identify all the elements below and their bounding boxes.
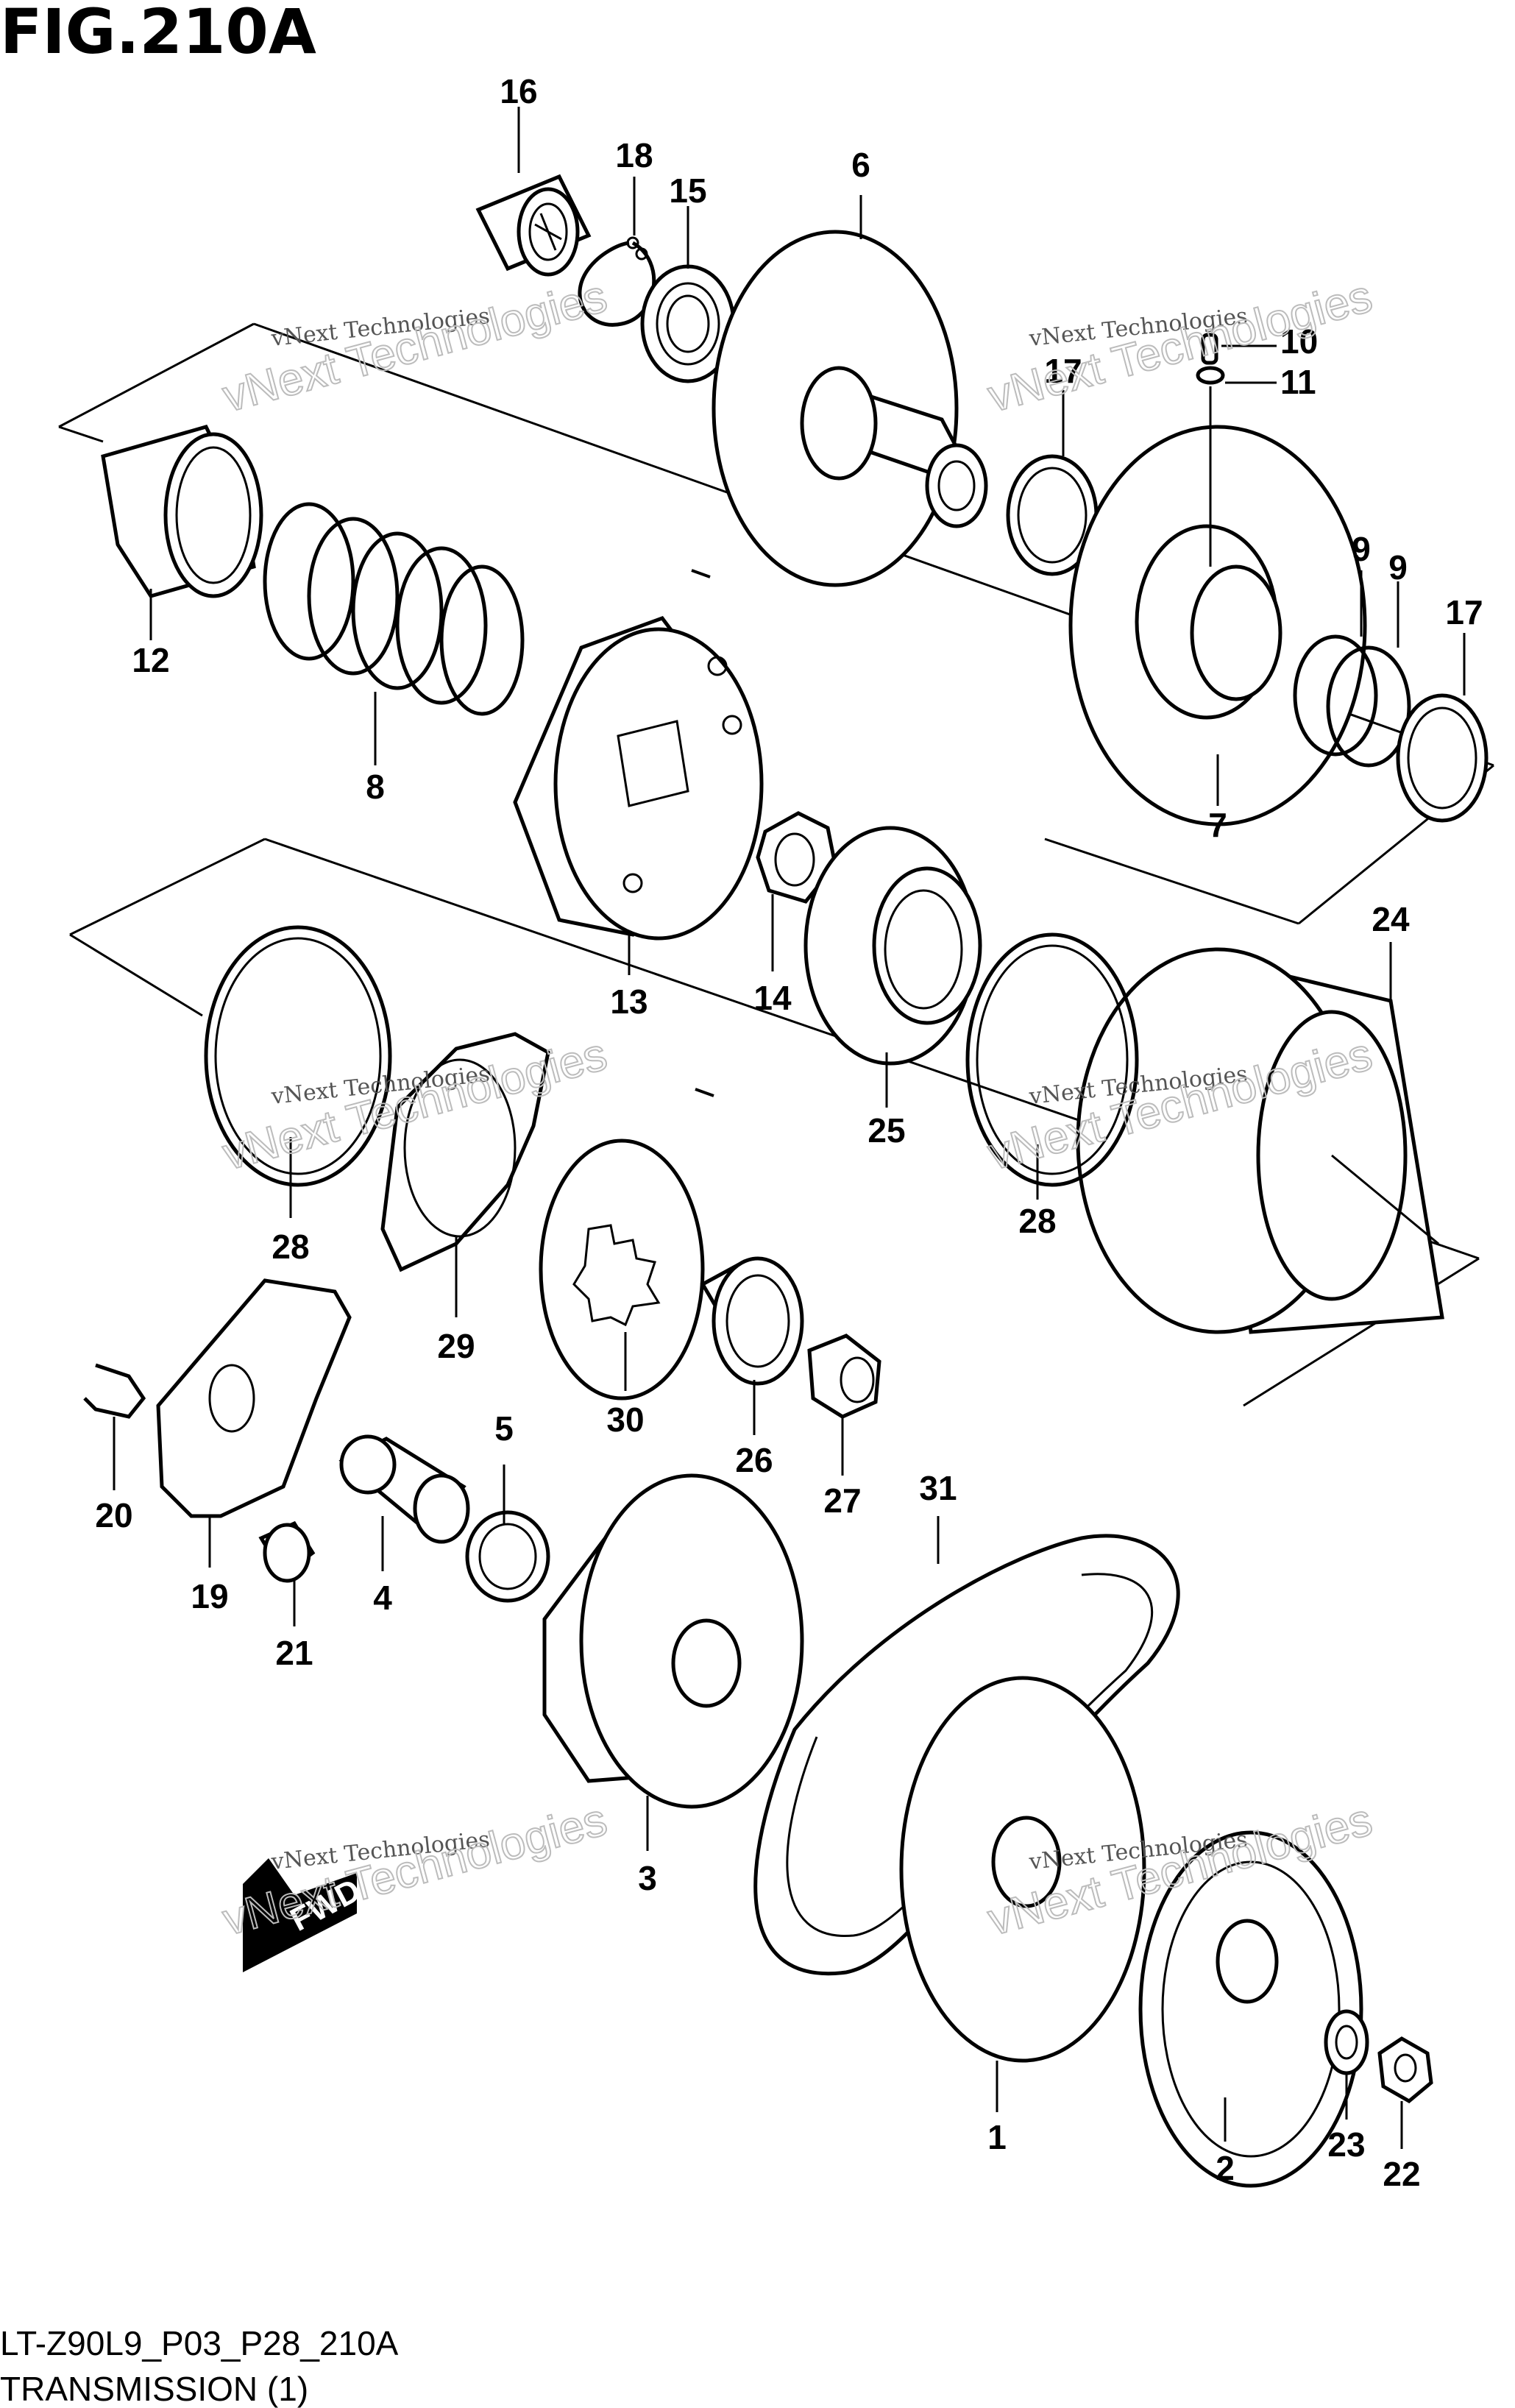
pin-icon[interactable] — [1201, 333, 1277, 365]
part-label-1[interactable]: 1 — [987, 2118, 1007, 2156]
clip-icon[interactable] — [83, 1363, 146, 1419]
oil-seal-icon[interactable] — [465, 1510, 550, 1603]
part-label-28b[interactable]: 28 — [1018, 1202, 1056, 1240]
oil-seal-icon[interactable] — [1396, 693, 1489, 823]
coil-spring-icon[interactable] — [263, 502, 525, 716]
figure-caption: TRANSMISSION (1) — [0, 2370, 308, 2408]
part-label-17[interactable]: 17 — [1044, 352, 1082, 390]
part-label-20[interactable]: 20 — [95, 1496, 132, 1534]
clutch-housing-icon[interactable] — [1076, 947, 1444, 1334]
part-label-5[interactable]: 5 — [494, 1409, 514, 1448]
roller-icon[interactable] — [258, 1520, 316, 1583]
part-label-12[interactable]: 12 — [132, 641, 169, 679]
part-label-15[interactable]: 15 — [669, 171, 706, 210]
part-label-3[interactable]: 3 — [638, 1859, 657, 1897]
part-labels: 16 18 15 6 10 11 17 12 8 9 9 17 7 13 14 … — [95, 72, 1483, 2193]
nut-icon[interactable] — [1377, 2036, 1433, 2104]
clutch-shoe-icon[interactable] — [513, 616, 764, 941]
circlip-icon[interactable] — [578, 236, 656, 327]
part-label-8[interactable]: 8 — [366, 768, 385, 806]
part-label-30[interactable]: 30 — [606, 1400, 644, 1439]
part-label-9[interactable]: 9 — [1352, 530, 1371, 568]
fixed-drive-face-icon[interactable] — [899, 1676, 1146, 2063]
part-label-26[interactable]: 26 — [735, 1441, 773, 1479]
part-label-6[interactable]: 6 — [851, 146, 870, 184]
sleeve-icon[interactable] — [338, 1434, 470, 1544]
part-label-16[interactable]: 16 — [500, 72, 537, 110]
o-ring-icon[interactable] — [1326, 645, 1411, 768]
part-label-22[interactable]: 22 — [1383, 2155, 1420, 2193]
part-label-11[interactable]: 11 — [1280, 363, 1316, 401]
lock-plate-icon[interactable] — [380, 1032, 550, 1272]
fan-drive-face-icon[interactable] — [1138, 1830, 1363, 2188]
needle-bearing-icon[interactable] — [475, 174, 592, 277]
shim-icon[interactable] — [965, 932, 1139, 1187]
nut-icon[interactable] — [807, 1334, 881, 1419]
figure-code: LT-Z90L9_P03_P28_210A — [0, 2324, 399, 2362]
leader-lines — [113, 107, 1466, 2149]
part-label-4[interactable]: 4 — [373, 1579, 392, 1617]
part-label-13[interactable]: 13 — [610, 982, 647, 1021]
ramp-plate-icon[interactable] — [156, 1278, 352, 1518]
movable-drive-face-icon[interactable] — [542, 1473, 804, 1809]
part-label-14[interactable]: 14 — [753, 979, 792, 1017]
washer-icon[interactable] — [1324, 2009, 1369, 2075]
part-label-19[interactable]: 19 — [191, 1577, 228, 1615]
part-label-27[interactable]: 27 — [823, 1481, 861, 1520]
part-label-21[interactable]: 21 — [275, 1634, 313, 1672]
bushing-icon[interactable] — [700, 1256, 804, 1386]
part-label-2[interactable]: 2 — [1216, 2149, 1235, 2187]
part-label-17b[interactable]: 17 — [1445, 593, 1483, 631]
fixed-sheave-icon[interactable] — [712, 230, 988, 587]
part-label-18[interactable]: 18 — [615, 136, 653, 174]
shim-icon[interactable] — [204, 925, 392, 1187]
movable-sheave-icon[interactable] — [1068, 386, 1367, 826]
part-label-9b[interactable]: 9 — [1388, 548, 1408, 587]
part-label-24[interactable]: 24 — [1372, 900, 1410, 938]
part-label-25[interactable]: 25 — [868, 1111, 905, 1150]
guide-pin-icon[interactable] — [1196, 366, 1277, 385]
figure-title: FIG.210A — [0, 0, 316, 68]
spring-seat-icon[interactable] — [101, 425, 263, 598]
part-label-23[interactable]: 23 — [1327, 2125, 1365, 2164]
part-label-10[interactable]: 10 — [1280, 322, 1318, 361]
part-label-29[interactable]: 29 — [437, 1327, 475, 1365]
washer-icon[interactable] — [803, 826, 982, 1066]
part-label-28[interactable]: 28 — [272, 1228, 309, 1266]
part-label-7[interactable]: 7 — [1208, 806, 1227, 844]
part-label-31[interactable]: 31 — [919, 1469, 957, 1507]
spline-washer-icon[interactable] — [539, 1139, 705, 1400]
o-ring-icon[interactable] — [1293, 634, 1378, 757]
